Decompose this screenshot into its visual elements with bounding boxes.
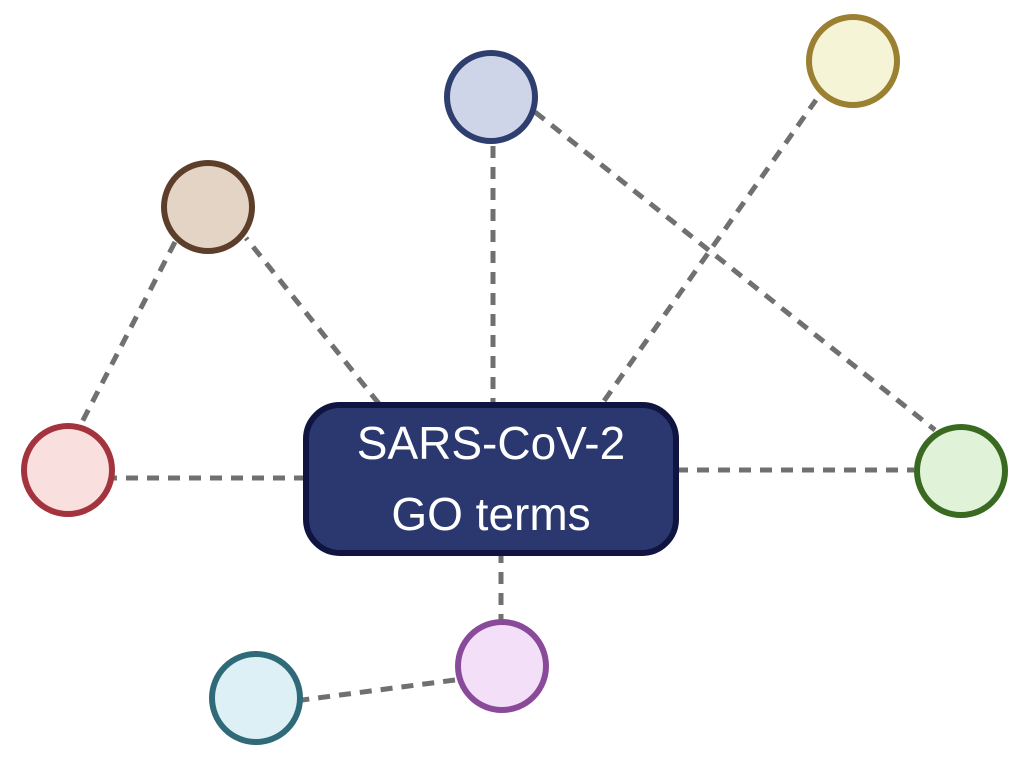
node-teal [209, 651, 303, 745]
node-red [21, 423, 115, 517]
node-green [914, 424, 1008, 518]
edges [77, 98, 937, 703]
node-purple [455, 619, 549, 713]
node-blue-top [444, 50, 538, 144]
hub-box [303, 402, 679, 556]
edge-blue-top-green [533, 110, 937, 432]
hub-node: SARS-CoV-2 GO terms [303, 402, 679, 556]
hub-label-line2: GO terms [391, 488, 590, 540]
edge-hub-yellow [589, 98, 819, 420]
hub-label-line1: SARS-CoV-2 [357, 417, 625, 469]
edge-hub-brown [244, 236, 394, 422]
edge-purple-teal [301, 677, 456, 703]
node-brown [161, 160, 255, 254]
edge-brown-red [77, 240, 178, 428]
node-yellow [806, 14, 900, 108]
